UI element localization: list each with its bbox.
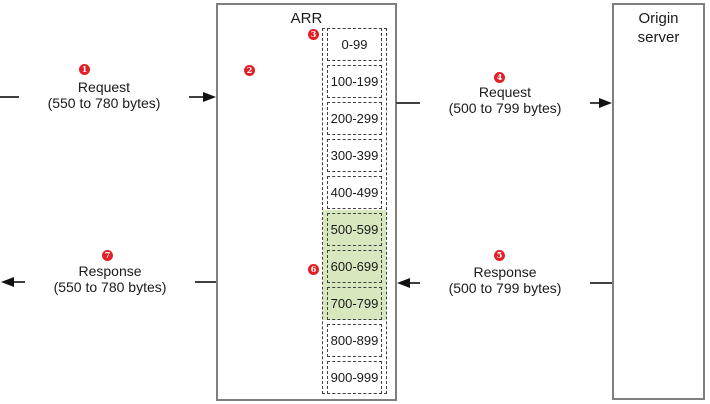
step7-marker: 7: [102, 250, 113, 261]
flow7-label: Response (550 to 780 bytes): [25, 263, 195, 295]
flow7-arrowhead-icon: [1, 277, 14, 287]
step5-marker: 5: [494, 250, 505, 261]
segment-cell-0-99: 0-99: [327, 28, 382, 61]
segment-cell-500-599: 500-599: [327, 213, 382, 246]
flow1-arrowhead-icon: [203, 92, 216, 102]
flow5-label-detail: (500 to 799 bytes): [448, 280, 562, 296]
segment-cell-900-999: 900-999: [327, 361, 382, 394]
step6-marker: 6: [308, 264, 319, 275]
flow1-label-detail: (550 to 780 bytes): [47, 95, 161, 111]
step4-marker: 4: [494, 72, 505, 83]
segment-cell-300-399: 300-399: [327, 139, 382, 172]
flow7-label-title: Response: [78, 263, 142, 279]
segment-cell-800-899: 800-899: [327, 324, 382, 357]
origin-server-title-line2: server: [637, 29, 680, 46]
flow5-label: Response (500 to 799 bytes): [420, 264, 590, 296]
flow1-label: Request (550 to 780 bytes): [19, 79, 189, 111]
flow1-label-title: Request: [77, 79, 131, 95]
flow5-label-title: Response: [473, 264, 537, 280]
segment-cell-400-499: 400-499: [327, 176, 382, 209]
origin-server-title: Origin server: [614, 5, 703, 47]
flow4-label: Request (500 to 799 bytes): [420, 84, 590, 116]
origin-server-title-line1: Origin: [638, 10, 679, 27]
segment-cell-600-699: 600-699: [327, 250, 382, 283]
arr-box-title: ARR: [290, 10, 323, 27]
flow4-label-title: Request: [478, 84, 532, 100]
flow4-arrowhead-icon: [599, 98, 612, 108]
flow4-label-detail: (500 to 799 bytes): [448, 100, 562, 116]
step3-marker: 3: [308, 29, 319, 40]
segment-cell-700-799: 700-799: [327, 287, 382, 320]
segment-cell-200-299: 200-299: [327, 102, 382, 135]
step2-marker: 2: [244, 65, 255, 76]
flow5-arrowhead-icon: [397, 278, 410, 288]
step1-marker: 1: [79, 64, 90, 75]
segment-cell-100-199: 100-199: [327, 65, 382, 98]
origin-server-box: Origin server: [612, 3, 705, 400]
cached-range-highlight: [323, 210, 386, 320]
flow7-label-detail: (550 to 780 bytes): [53, 279, 167, 295]
